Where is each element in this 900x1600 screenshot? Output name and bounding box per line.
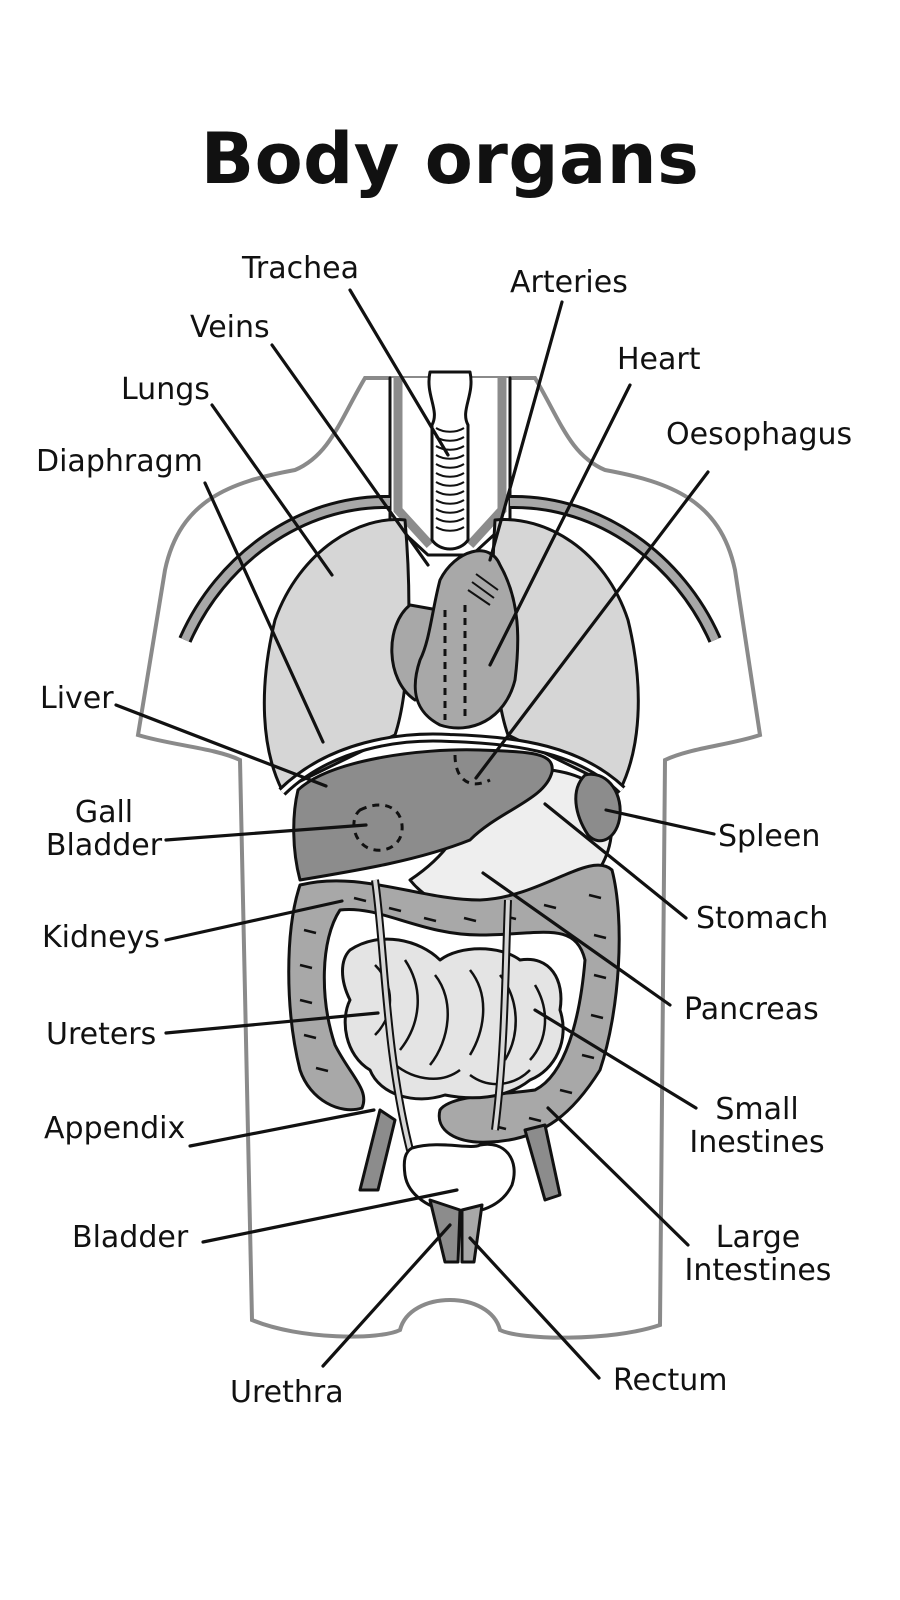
liver-leader [114,703,328,788]
spleen-leader [604,808,716,836]
heart-leader [488,383,632,667]
label-small-intestines-line1: Small [715,1092,799,1127]
label-liver: Liver [40,681,114,716]
large-intestines-leader [546,1106,690,1247]
page-title: Body organs [200,118,700,200]
liver-shape [292,748,554,882]
stomach-leader [543,802,688,920]
veins-leader [270,343,430,567]
label-large-intestines: Large Intestines [678,1221,838,1287]
label-spleen: Spleen [718,819,821,854]
label-arteries: Arteries [510,265,628,300]
bladder-leader [201,1188,459,1244]
trachea-shape [388,370,512,557]
label-large-intestines-line2: Intestines [684,1253,832,1288]
label-large-intestines-line1: Large [715,1220,801,1255]
label-appendix: Appendix [44,1111,186,1146]
label-urethra: Urethra [230,1375,344,1410]
spleen-shape [574,772,622,843]
label-kidneys: Kidneys [42,920,160,955]
pancreas-leader [481,871,672,1007]
label-small-intestines: Small Inestines [682,1093,832,1159]
label-rectum: Rectum [613,1363,728,1398]
label-veins: Veins [190,310,270,345]
kidneys-leader [164,899,344,942]
rectum-leader [468,1236,601,1380]
label-ureters: Ureters [46,1017,157,1052]
label-lungs: Lungs [121,372,210,407]
small-intestines-leader [533,1008,698,1110]
urethra-leader [321,1223,452,1368]
large-intestine-shape [287,863,621,1144]
label-trachea: Trachea [242,251,359,286]
arteries-leader [488,300,564,562]
label-diaphragm: Diaphragm [36,444,203,479]
trachea-leader [348,288,450,457]
heart-shape [390,549,520,730]
oesophagus-leader [474,470,710,780]
label-gall-bladder-line2: Bladder [45,828,163,863]
diaphragm-leader [203,481,325,744]
ureters-leader [164,1011,380,1035]
gall-bladder-leader [164,823,368,842]
label-oesophagus: Oesophagus [666,417,853,452]
lungs-leader [210,403,334,577]
appendix-leader [188,1108,376,1148]
label-pancreas: Pancreas [684,992,819,1027]
gall-bladder-shape [352,803,404,852]
label-heart: Heart [617,342,701,377]
label-gall-bladder: Gall Bladder [40,796,168,862]
label-small-intestines-line2: Inestines [689,1125,825,1160]
label-bladder: Bladder [72,1220,189,1255]
label-gall-bladder-line1: Gall [74,795,134,830]
label-stomach: Stomach [696,901,829,936]
